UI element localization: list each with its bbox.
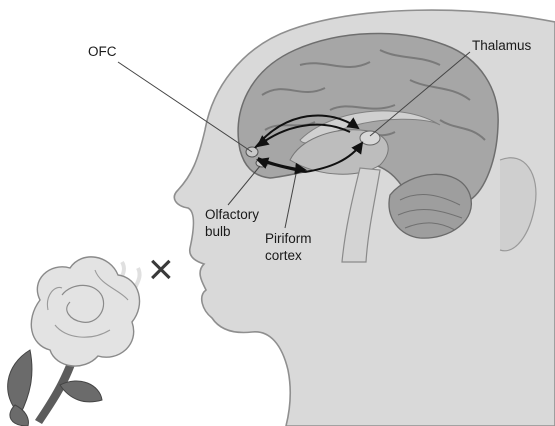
label-piriform-cortex-2: cortex: [265, 248, 302, 263]
label-piriform-cortex-1: Piriform: [265, 231, 312, 246]
block-x-symbol: ×: [148, 245, 174, 294]
rose-leaf-right: [60, 381, 102, 402]
rose: [8, 257, 140, 426]
label-thalamus: Thalamus: [472, 38, 532, 53]
label-olfactory-bulb-1: Olfactory: [205, 207, 259, 222]
label-ofc: OFC: [88, 44, 117, 59]
rose-leaf-left: [8, 350, 32, 415]
label-olfactory-bulb-2: bulb: [205, 224, 231, 239]
rose-leaf-bottom: [10, 405, 29, 426]
